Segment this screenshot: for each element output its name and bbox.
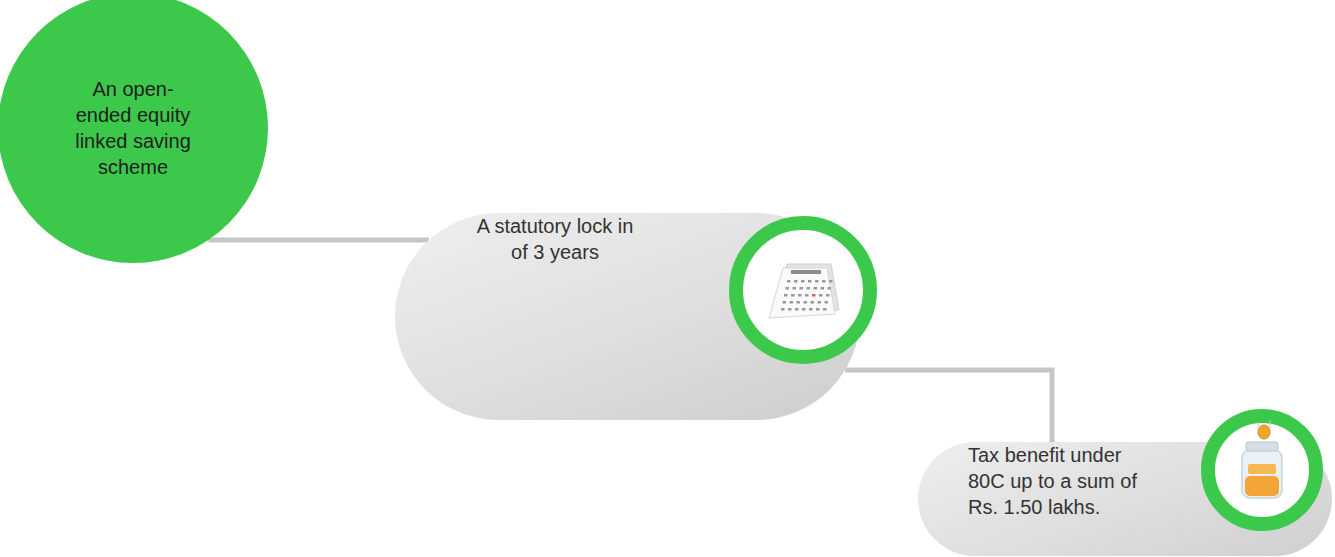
node-text: Tax benefit under 80C up to a sum of Rs.… [968, 442, 1150, 520]
savings-jar-ring [1200, 408, 1324, 532]
node-text: An open-ended equity linked saving schem… [68, 76, 198, 180]
connector-line [208, 238, 428, 243]
connector-line [845, 370, 1052, 442]
node-text: A statutory lock in of 3 years [475, 213, 635, 265]
calendar-icon-ring [728, 215, 878, 365]
tax-benefit-pill: Tax benefit under 80C up to a sum of Rs.… [918, 442, 1332, 556]
lock-in-pill: A statutory lock in of 3 years [395, 213, 860, 420]
intro-circle: An open-ended equity linked saving schem… [0, 0, 268, 263]
